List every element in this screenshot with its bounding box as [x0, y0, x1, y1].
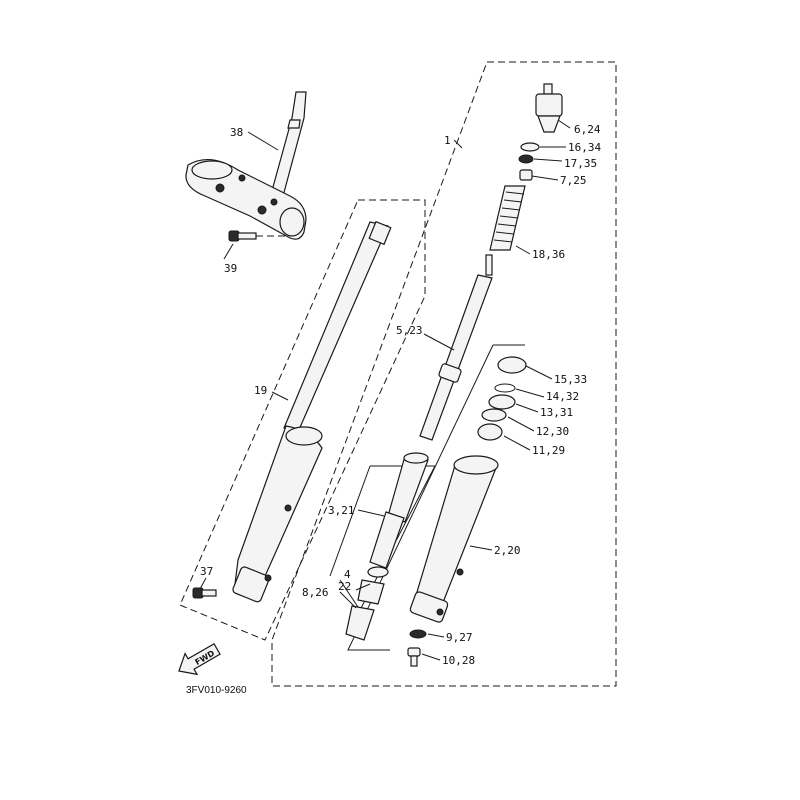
bushing-8 [345, 605, 375, 641]
ring-4 [367, 566, 389, 578]
callout-11-29: 11,29 [532, 444, 565, 457]
washer-9 [409, 629, 427, 639]
o-ring-16 [520, 142, 540, 152]
callout-15-33: 15,33 [554, 373, 587, 386]
callout-19: 19 [254, 384, 267, 397]
washer-17 [518, 154, 534, 164]
callout-8-26: 8,26 [302, 586, 329, 599]
outer-tube-2 [409, 455, 499, 623]
bolt-39 [228, 230, 290, 242]
callout-39: 39 [224, 262, 237, 275]
callout-6-24: 6,24 [574, 123, 601, 136]
right-assembly-group-boundary [271, 61, 617, 687]
diagram-code: 3FV010-9260 [186, 685, 247, 696]
collar-22 [357, 579, 385, 605]
nut-7 [519, 169, 533, 181]
callout-16-34: 16,34 [568, 141, 601, 154]
spring-18 [489, 185, 526, 251]
fork-leg-19 [232, 220, 392, 603]
callout-2-20: 2,20 [494, 544, 521, 557]
fwd-arrow-icon: FWD [178, 642, 221, 676]
inner-bracket-2 [347, 344, 525, 651]
callout-7-25: 7,25 [560, 174, 587, 187]
clip-14 [494, 383, 516, 393]
callout-17-35: 17,35 [564, 157, 597, 170]
bushing-11 [477, 423, 503, 441]
bolt-10 [407, 647, 421, 667]
callout-38: 38 [230, 126, 243, 139]
callout-22: 22 [338, 580, 351, 593]
left-fork-group-boundary [179, 199, 426, 641]
callout-13-31: 13,31 [540, 406, 573, 419]
callout-3-21: 3,21 [328, 504, 355, 517]
callout-9-27: 9,27 [446, 631, 473, 644]
leader-lines [199, 119, 571, 661]
callout-5-23: 5,23 [396, 324, 423, 337]
steering-stem-38 [185, 91, 307, 240]
callout-12-30: 12,30 [536, 425, 569, 438]
callout-10-28: 10,28 [442, 654, 475, 667]
callout-37: 37 [200, 565, 213, 578]
washer-12 [481, 408, 507, 422]
cap-bolt-6 [535, 83, 563, 133]
callout-1: 1 [444, 134, 451, 147]
damper-rod-5 [419, 254, 493, 441]
oil-seal-13 [488, 394, 516, 410]
bolt-37 [192, 587, 217, 599]
callout-18-36: 18,36 [532, 248, 565, 261]
callout-14-32: 14,32 [546, 390, 579, 403]
dust-seal-15 [497, 356, 527, 374]
callout-4: 4 [344, 568, 351, 581]
cartridge-3 [369, 452, 429, 569]
